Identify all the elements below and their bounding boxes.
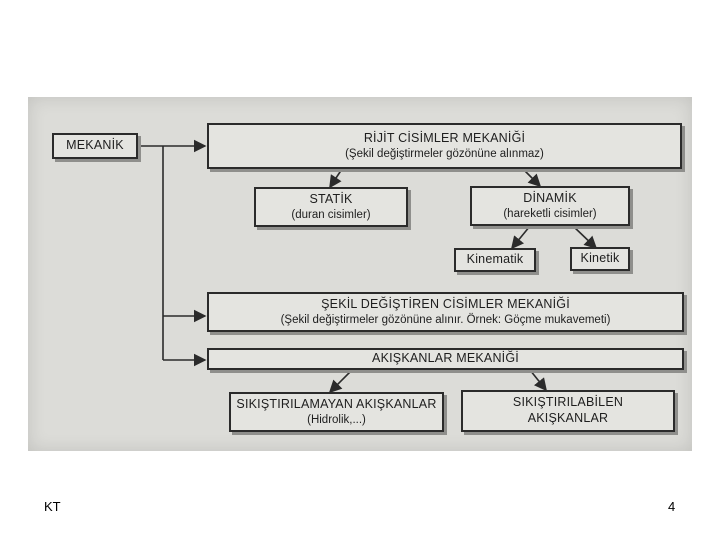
dynamic-title: DİNAMİK: [523, 191, 577, 205]
rigid-subtitle: (Şekil değiştirmeler gözönüne alınmaz): [345, 147, 544, 160]
deformable-mechanics-box: ŞEKİL DEĞİŞTİREN CİSİMLER MEKANİĞİ (Şeki…: [207, 292, 684, 332]
mekanik-label: MEKANİK: [66, 138, 124, 153]
fluid-title: AKIŞKANLAR MEKANİĞİ: [372, 351, 519, 366]
kinematic-box: Kinematik: [454, 248, 536, 272]
arrow-fluid-to-compressible: [529, 369, 547, 392]
compressible-subtitle: AKIŞKANLAR: [527, 411, 609, 425]
arrow-rigid-to-static: [329, 165, 345, 189]
static-box: STATİK (duran cisimler): [254, 187, 408, 227]
arrow-dynamic-to-kinematic: [510, 225, 531, 250]
arrow-fluid-to-incompressible: [328, 369, 353, 394]
static-subtitle: (duran cisimler): [291, 208, 371, 221]
arrow-rigid-to-dynamic: [519, 165, 542, 188]
footer-left-text: KT: [44, 499, 61, 514]
compressible-title: SIKIŞTIRILABİLEN: [512, 395, 624, 410]
mekanik-box: MEKANİK: [52, 133, 138, 159]
deformable-title: ŞEKİL DEĞİŞTİREN CİSİMLER MEKANİĞİ: [321, 297, 570, 311]
rigid-title: RİJİT CİSİMLER MEKANİĞİ: [363, 131, 526, 145]
fluid-mechanics-box: AKIŞKANLAR MEKANİĞİ: [207, 348, 684, 370]
arrow-dynamic-to-kinetic: [572, 225, 598, 250]
kinetic-label: Kinetik: [580, 251, 620, 266]
kinetic-box: Kinetik: [570, 247, 630, 271]
dynamic-subtitle: (hareketli cisimler): [503, 207, 597, 220]
incompressible-fluids-box: SIKIŞTIRILAMAYAN AKIŞKANLAR (Hidrolik,..…: [229, 392, 444, 432]
incompressible-title: SIKIŞTIRILAMAYAN AKIŞKANLAR: [236, 397, 437, 411]
static-title: STATİK: [309, 192, 353, 206]
kinematic-label: Kinematik: [466, 252, 524, 267]
dynamic-box: DİNAMİK (hareketli cisimler): [470, 186, 630, 226]
incompressible-subtitle: (Hidrolik,...): [307, 413, 366, 426]
page-number: 4: [668, 499, 676, 514]
deformable-subtitle: (Şekil değiştirmeler gözönüne alınır. Ör…: [280, 313, 611, 326]
compressible-fluids-box: SIKIŞTIRILABİLEN AKIŞKANLAR: [461, 390, 675, 432]
rigid-mechanics-box: RİJİT CİSİMLER MEKANİĞİ (Şekil değiştirm…: [207, 123, 682, 169]
